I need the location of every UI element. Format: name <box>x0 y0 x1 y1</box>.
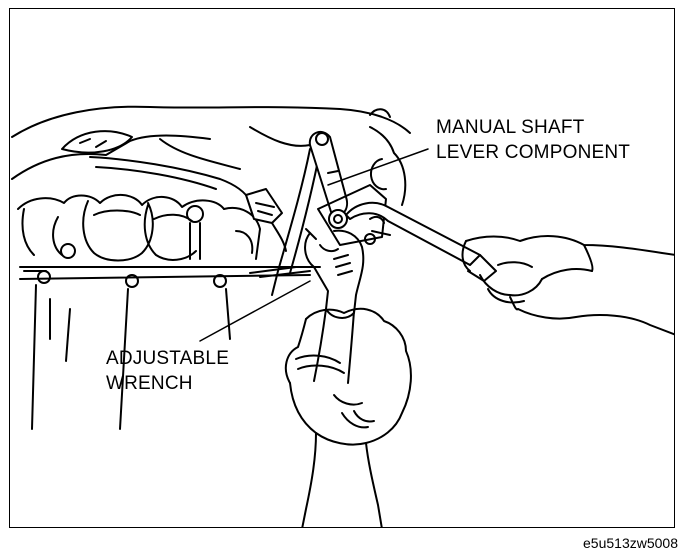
combination-wrench <box>345 201 497 282</box>
leader-adjustable-wrench <box>199 280 311 342</box>
callout-adjustable-wrench: ADJUSTABLE WRENCH <box>106 346 229 396</box>
transmission-housing <box>11 105 411 206</box>
line-art <box>11 105 674 527</box>
pan-rail <box>19 266 321 430</box>
valve-body <box>17 194 261 262</box>
callout-adjustable-wrench-line1: ADJUSTABLE <box>106 348 230 369</box>
callout-manual-shaft-line1: MANUAL SHAFT <box>436 117 585 138</box>
callout-manual-shaft-lever: MANUAL SHAFT LEVER COMPONENT <box>436 115 630 165</box>
leader-lines <box>199 148 429 342</box>
callout-manual-shaft-line2: LEVER COMPONENT <box>436 142 631 163</box>
leader-manual-shaft <box>327 148 429 186</box>
callout-adjustable-wrench-line2: WRENCH <box>106 373 193 394</box>
illustration-frame: MANUAL SHAFT LEVER COMPONENT ADJUSTABLE … <box>9 8 675 528</box>
right-hand <box>461 235 674 336</box>
figure-code: e5u513zw5008 <box>583 535 678 551</box>
left-hand <box>284 307 412 527</box>
harness-connector <box>89 148 321 296</box>
adjustable-wrench-art <box>304 228 365 384</box>
